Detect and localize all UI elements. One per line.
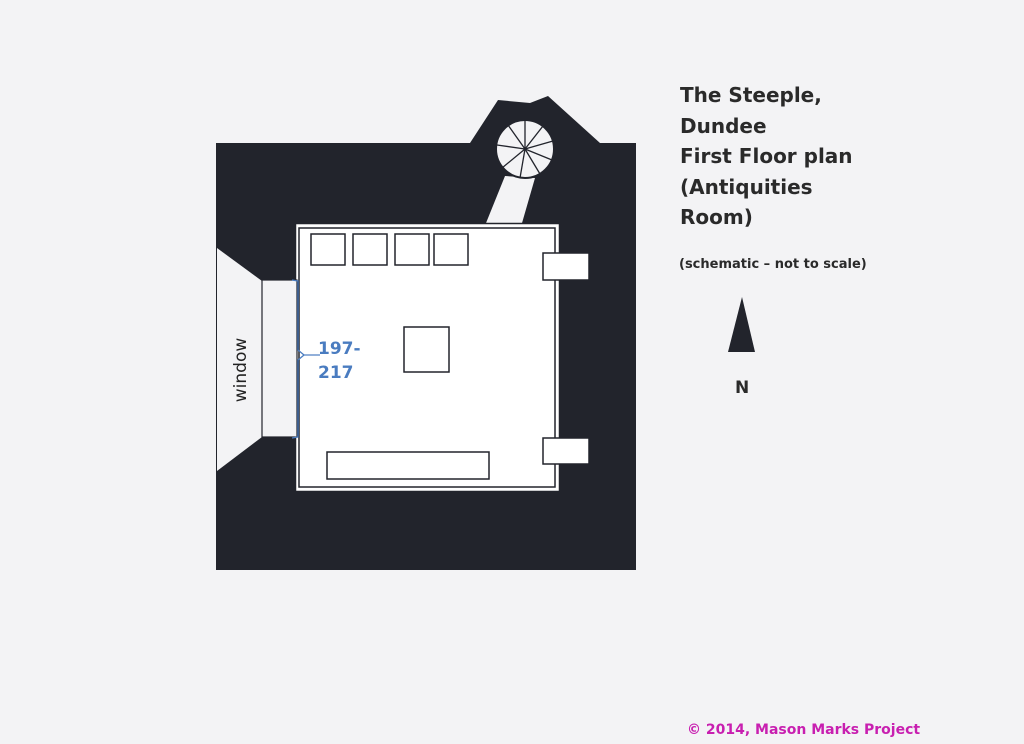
title-line-1: The Steeple, — [680, 83, 822, 107]
east-recess-upper — [542, 252, 590, 281]
east-recess-lower — [542, 437, 590, 465]
title-line-2: Dundee — [680, 113, 767, 138]
display-case-1 — [310, 233, 346, 266]
window-embrasure — [217, 248, 262, 471]
room-outline-inner-line — [298, 227, 556, 488]
display-case-3 — [394, 233, 430, 266]
copyright-notice: © 2014, Mason Marks Project — [687, 722, 921, 738]
stone-reference-label: 197- 217 — [318, 337, 361, 385]
scale-note: (schematic – not to scale) — [679, 257, 867, 272]
display-case-2 — [352, 233, 388, 266]
display-cases — [310, 233, 469, 266]
stair-passage — [484, 176, 535, 230]
reference-line-1: 197- — [318, 339, 361, 359]
north-label: N — [735, 378, 750, 398]
long-bench — [326, 451, 490, 480]
north-arrow-icon — [728, 297, 755, 352]
title-line-4: (Antiquities — [680, 174, 813, 199]
window-sill — [261, 279, 298, 438]
title-line-3: First Floor plan — [680, 144, 853, 168]
window-label: window — [231, 337, 251, 403]
central-case — [403, 326, 450, 373]
title-line-5: Room) — [680, 205, 753, 229]
plan-title: The Steeple, Dundee First Floor plan (An… — [680, 80, 853, 233]
spiral-staircase — [495, 119, 555, 179]
display-case-4 — [433, 233, 469, 266]
reference-line-2: 217 — [318, 363, 354, 383]
